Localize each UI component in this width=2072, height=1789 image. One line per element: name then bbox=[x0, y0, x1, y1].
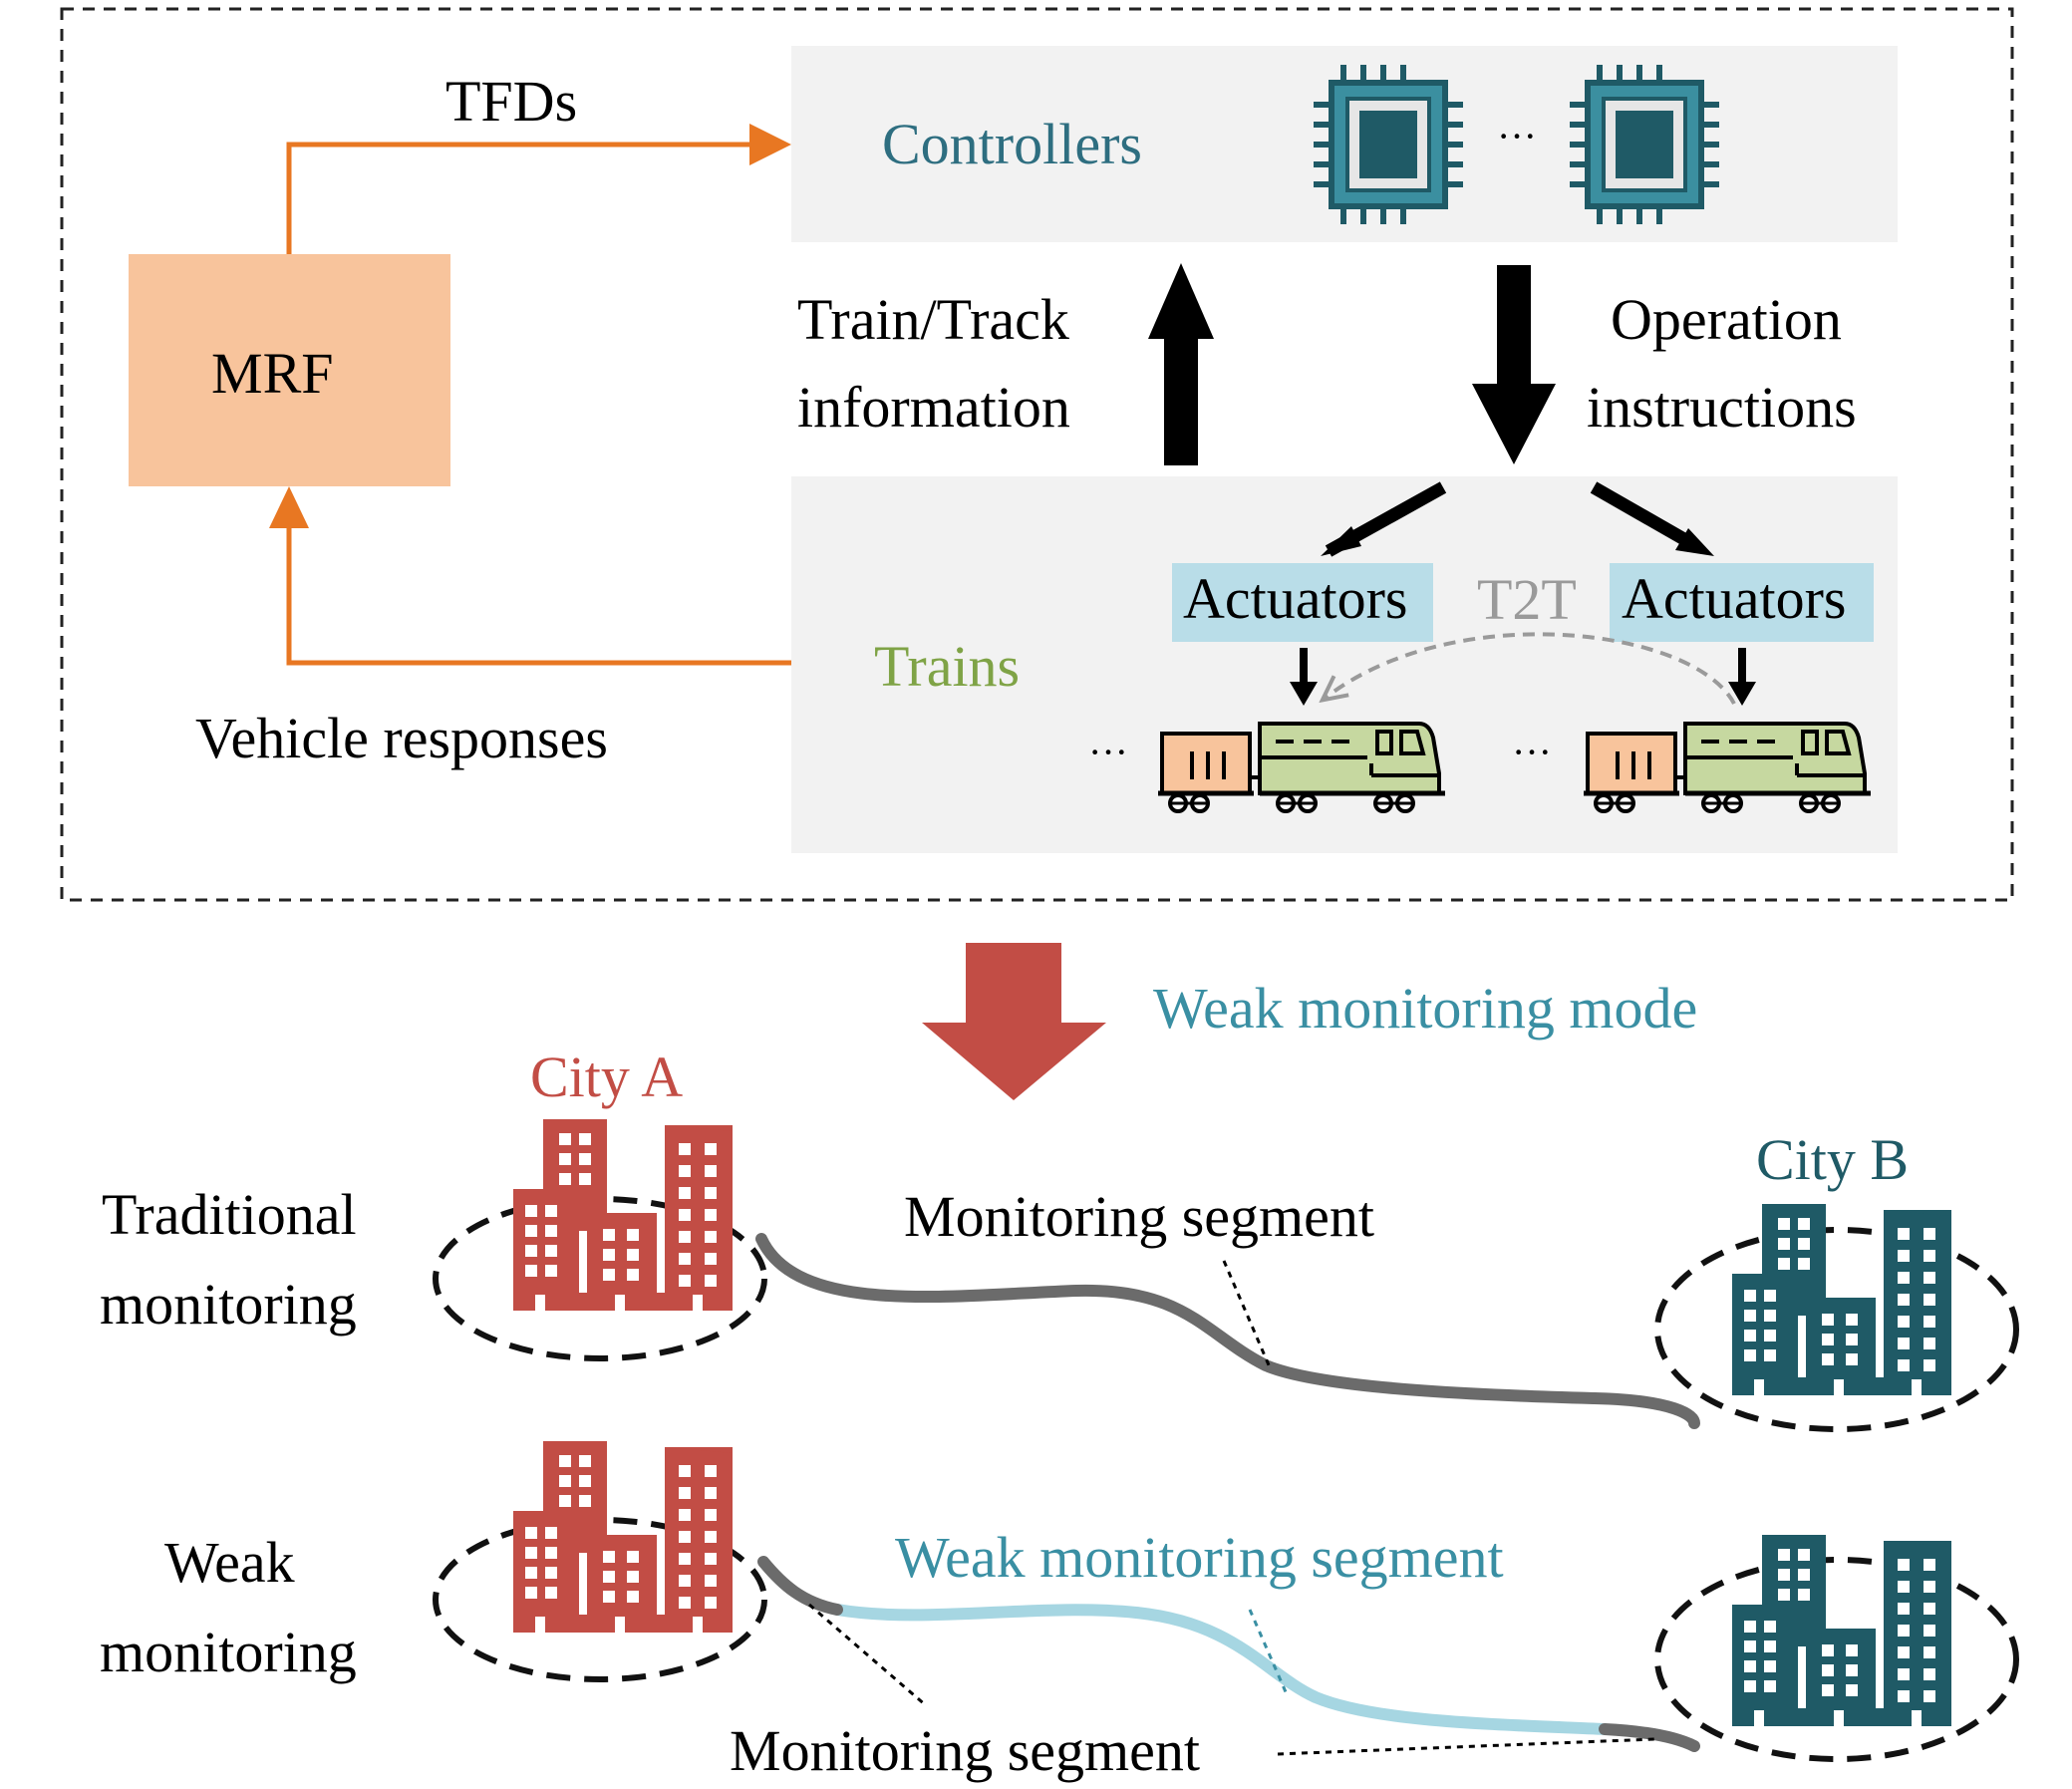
weak-track-gray-end bbox=[1599, 1723, 1700, 1752]
city-b-boundary-traditional bbox=[1654, 1227, 2019, 1432]
downlink-arrow bbox=[1472, 265, 1556, 464]
weak-segment-pointer bbox=[1248, 1609, 1289, 1695]
city-a-buildings-traditional bbox=[513, 1119, 733, 1311]
downlink-label-line2: instructions bbox=[1587, 375, 1857, 440]
weak-track-blue-segment bbox=[831, 1604, 1611, 1735]
city-a-boundary-traditional bbox=[433, 1196, 767, 1361]
city-a-boundary-weak bbox=[433, 1517, 767, 1682]
monitoring-segment-pointer-bottom-right bbox=[1277, 1737, 1655, 1756]
monitoring-segment-pointer-bottom-left bbox=[808, 1603, 928, 1708]
downlink-label-line1: Operation bbox=[1611, 287, 1842, 352]
mrf-label: MRF bbox=[211, 341, 334, 406]
trains-ellipsis-left: ··· bbox=[1088, 730, 1128, 774]
monitoring-segment-label-bottom: Monitoring segment bbox=[730, 1718, 1200, 1783]
tfds-arrow bbox=[286, 142, 757, 254]
chip-icon-1 bbox=[1314, 65, 1463, 224]
weak-monitoring-mode-label: Weak monitoring mode bbox=[1153, 976, 1697, 1041]
actuators-label-right: Actuators bbox=[1622, 566, 1847, 631]
weak-monitoring-line1: Weak bbox=[164, 1530, 295, 1595]
uplink-label-line1: Train/Track bbox=[797, 287, 1069, 352]
arrowhead-actuators-right bbox=[1675, 528, 1714, 556]
city-a-label: City A bbox=[530, 1044, 683, 1109]
weak-monitoring-line2: monitoring bbox=[100, 1620, 357, 1684]
city-a-buildings-weak bbox=[513, 1441, 733, 1633]
vehicle-responses-label: Vehicle responses bbox=[195, 706, 608, 770]
tfds-arrowhead bbox=[749, 124, 791, 165]
actuator-box-left bbox=[1172, 563, 1433, 642]
city-b-boundary-weak bbox=[1654, 1557, 2019, 1762]
controllers-label: Controllers bbox=[882, 112, 1142, 176]
city-b-buildings-traditional bbox=[1732, 1204, 1951, 1395]
weak-track-gray-start bbox=[757, 1556, 843, 1616]
actuators-label-left: Actuators bbox=[1183, 566, 1408, 631]
actuator-to-train-arrowhead-right bbox=[1728, 682, 1756, 706]
uplink-arrow bbox=[1148, 263, 1214, 465]
city-b-buildings-weak bbox=[1732, 1535, 1951, 1726]
monitoring-segment-pointer-top bbox=[1222, 1260, 1272, 1368]
tfds-label: TFDs bbox=[445, 69, 577, 134]
trains-ellipsis-right: ··· bbox=[1512, 730, 1552, 774]
system-boundary-dashed bbox=[60, 7, 2014, 902]
arrow-to-actuators-right bbox=[1590, 481, 1700, 552]
train-icon-left bbox=[1158, 724, 1445, 811]
vehicle-responses-arrow bbox=[286, 520, 791, 666]
arrowhead-actuators-left bbox=[1321, 526, 1361, 556]
monitoring-track-traditional bbox=[755, 1233, 1700, 1429]
train-icon-right bbox=[1584, 724, 1871, 811]
controllers-ellipsis: ··· bbox=[1497, 114, 1537, 158]
chip-icon-2 bbox=[1570, 65, 1719, 224]
trains-label: Trains bbox=[874, 634, 1020, 699]
transition-arrow bbox=[922, 943, 1106, 1100]
actuator-to-train-arrowhead-left bbox=[1290, 682, 1318, 706]
city-b-label: City B bbox=[1756, 1127, 1909, 1192]
t2t-arrow bbox=[1326, 632, 1736, 705]
mrf-box bbox=[129, 254, 450, 486]
t2t-label: T2T bbox=[1477, 567, 1577, 632]
vehicle-responses-arrowhead bbox=[269, 486, 309, 528]
monitoring-segment-label-top: Monitoring segment bbox=[904, 1184, 1374, 1249]
traditional-monitoring-line2: monitoring bbox=[100, 1272, 357, 1337]
weak-monitoring-segment-label: Weak monitoring segment bbox=[895, 1525, 1504, 1590]
actuator-box-right bbox=[1610, 563, 1874, 642]
traditional-monitoring-line1: Traditional bbox=[102, 1182, 357, 1247]
uplink-label-line2: information bbox=[797, 375, 1070, 440]
